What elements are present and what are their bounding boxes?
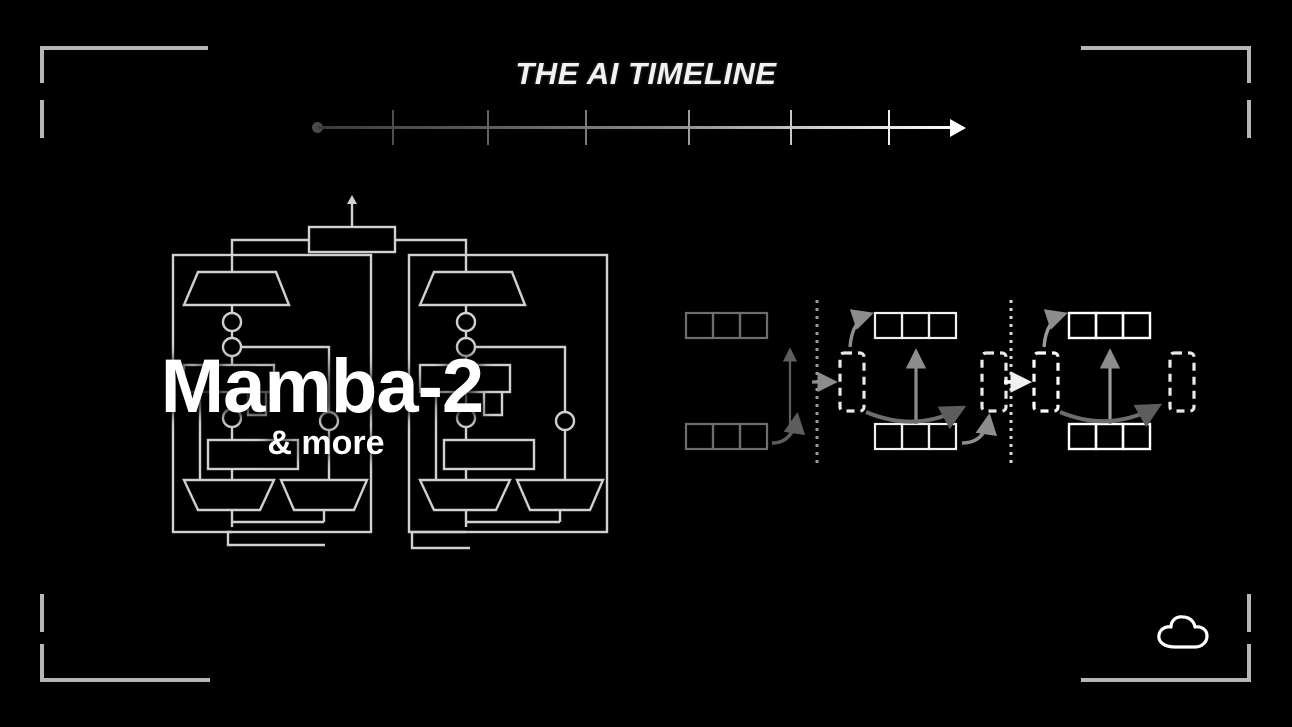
page-title: THE AI TIMELINE [515,56,777,91]
timeline-tick [790,110,792,145]
timeline-tick [585,110,587,145]
timeline-tick [392,110,394,145]
timeline-tick [888,110,890,145]
state-vector-box [1032,351,1060,413]
token-grid-cell [1067,311,1098,340]
curved-input-arrow [961,412,998,445]
mamba-block-outer-1 [171,253,373,534]
timeline [310,108,980,152]
linear-projection-top-2 [418,270,527,307]
overlay-main-title: Mamba-2 [0,343,1292,430]
state-propagation-arrow [865,405,967,430]
overlay-subtitle: & more [0,424,1292,463]
output-arrow-icon [347,195,357,204]
token-grid-cell [1121,311,1152,340]
linear-projection-bottom-2b [515,478,605,512]
timeline-arrow-icon [950,119,966,137]
mamba-block-outer-2 [407,253,609,534]
timeline-tick [688,110,690,145]
token-grid-cell [1094,311,1125,340]
overlay-subtitle-text: & more [267,424,385,462]
token-grid-cell [900,311,931,340]
token-grid-cell [684,311,715,340]
token-grid-cell [873,311,904,340]
token-grid-cell [738,311,769,340]
cloud-icon [1157,615,1209,649]
state-to-output-arrow [848,309,874,348]
linear-projection-bottom-1 [182,478,276,512]
timeline-tick [487,110,489,145]
timeline-axis-line [318,126,963,129]
token-grid-cell [927,311,958,340]
state-propagation-arrow [1059,403,1163,428]
linear-projection-top-1 [182,270,291,307]
overlay-main-title-text: Mamba-2 [160,344,484,429]
recurrence-step-2 [1004,309,1196,451]
linear-projection-bottom-1b [279,478,369,512]
curved-input-arrow [771,411,806,445]
ssm-box-2 [442,438,536,471]
ssm-box-1 [206,438,300,471]
token-grid-cell [711,311,742,340]
recurrence-step-1 [812,309,1008,451]
token-grid-cell [738,422,769,451]
state-vector-box [838,351,866,413]
timeline-start-dot [312,122,323,133]
conv-box-1 [182,363,276,394]
state-to-output-arrow [1042,309,1068,348]
linear-projection-bottom-2 [418,478,512,512]
state-vector-box [1168,351,1196,413]
